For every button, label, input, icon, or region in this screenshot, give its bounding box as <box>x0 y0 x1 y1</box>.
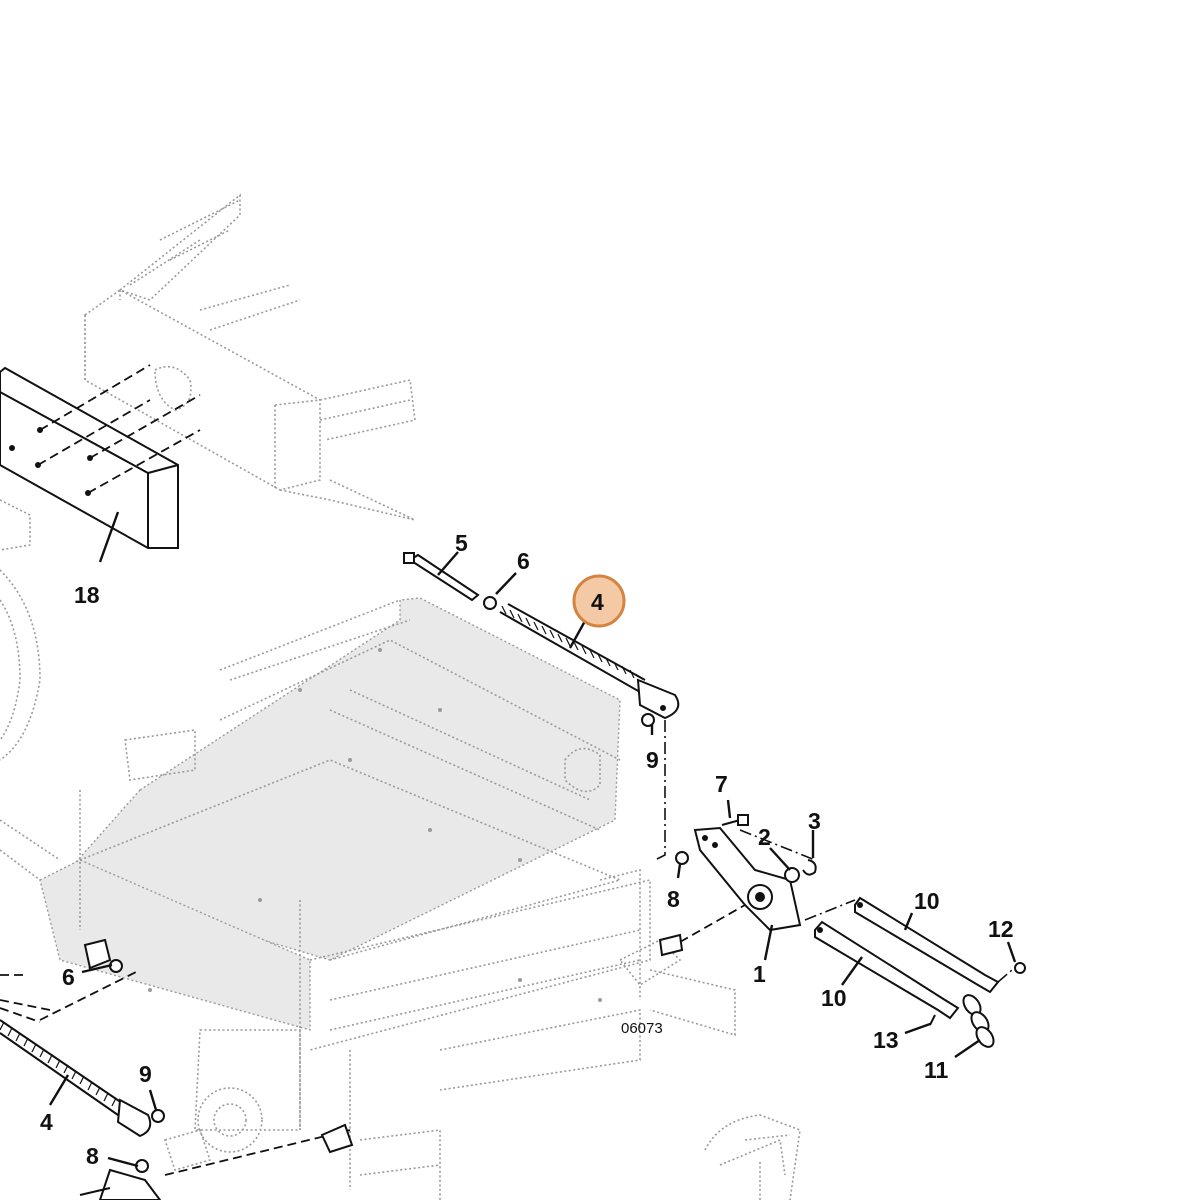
idler-arm-assembly <box>658 814 817 957</box>
callout-8-lower[interactable]: 8 <box>86 1143 99 1169</box>
callout-9-upper[interactable]: 9 <box>646 747 659 773</box>
callout-5[interactable]: 5 <box>455 530 468 556</box>
highlight-marker[interactable] <box>572 574 626 628</box>
spring-lower <box>0 1019 126 1116</box>
callout-9-lower[interactable]: 9 <box>139 1061 152 1087</box>
figure-id: 06073 <box>621 1020 663 1037</box>
callout-4-lower[interactable]: 4 <box>40 1109 53 1135</box>
ghost-chassis <box>0 569 801 1200</box>
link-assembly <box>804 896 1026 1048</box>
callout-1[interactable]: 1 <box>753 961 766 987</box>
chain <box>962 994 995 1048</box>
spring-upper <box>499 603 646 693</box>
callout-4-upper[interactable]: 4 <box>591 589 604 615</box>
upper-spring-assembly <box>403 552 680 861</box>
callout-7[interactable]: 7 <box>715 771 728 797</box>
callout-6-lower[interactable]: 6 <box>62 964 75 990</box>
ghost-upper-frame <box>84 193 416 521</box>
weight-block <box>0 364 201 551</box>
callout-6-upper[interactable]: 6 <box>517 548 530 574</box>
callout-11[interactable]: 11 <box>924 1057 949 1083</box>
callout-2[interactable]: 2 <box>758 824 771 850</box>
callout-18[interactable]: 18 <box>74 582 100 608</box>
callout-13[interactable]: 13 <box>873 1027 899 1053</box>
callout-8-upper[interactable]: 8 <box>667 886 680 912</box>
lower-spring-assembly <box>0 938 354 1200</box>
leader-lines <box>48 511 1017 1168</box>
callout-12[interactable]: 12 <box>988 916 1014 942</box>
callout-3[interactable]: 3 <box>808 808 821 834</box>
callout-labels: 18 5 6 4 9 7 2 3 8 1 10 10 12 13 11 6 4 … <box>40 530 1014 1169</box>
callout-10-upper[interactable]: 10 <box>914 888 940 914</box>
callout-10-lower[interactable]: 10 <box>821 985 847 1011</box>
